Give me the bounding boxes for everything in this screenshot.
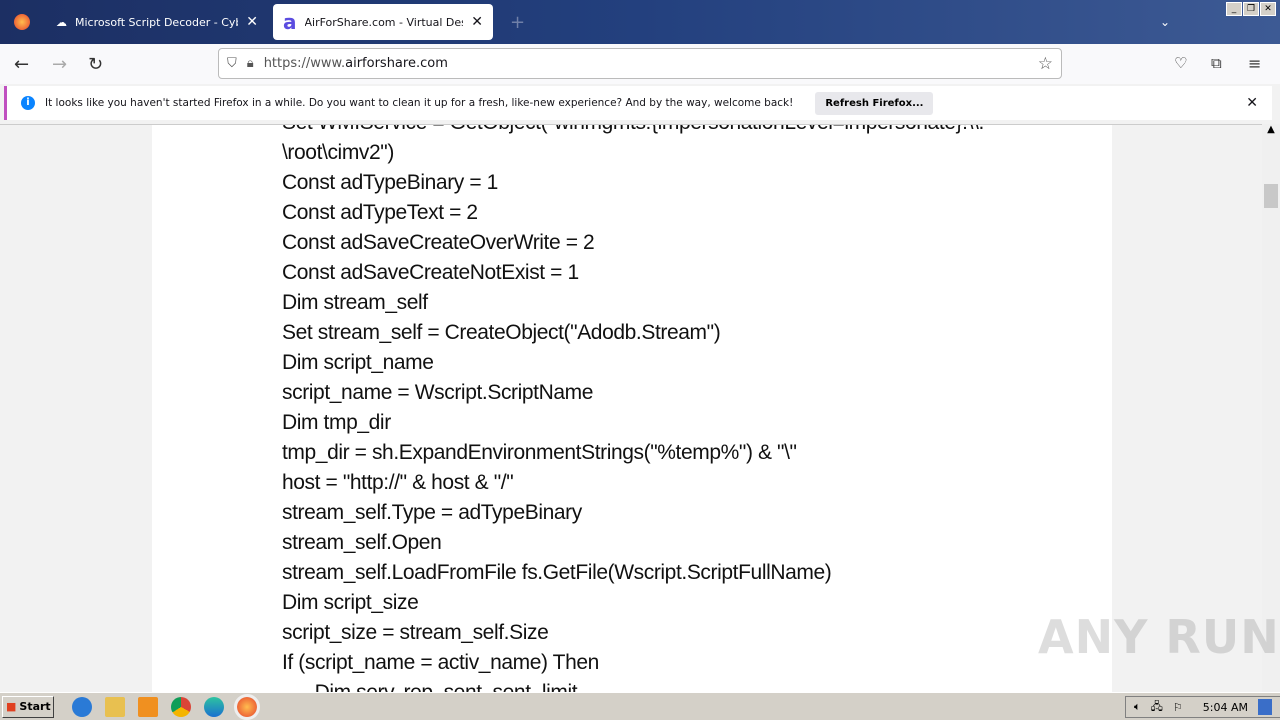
tab-script-decoder[interactable]: ☁ Microsoft Script Decoder - CyberCh ✕ — [56, 14, 258, 30]
firefox-taskbar-icon[interactable] — [234, 693, 260, 720]
code-line: Dim tmp_dir — [282, 411, 391, 434]
tab-airforshare[interactable]: a AirForShare.com - Virtual Desktop ✕ — [273, 4, 493, 40]
code-line: \root\cimv2") — [282, 141, 394, 164]
volume-icon[interactable]: 🔈︎ — [1134, 700, 1141, 713]
scrollbar-thumb[interactable] — [1264, 184, 1278, 208]
chrome-icon[interactable] — [171, 696, 191, 717]
close-icon[interactable]: ✕ — [1246, 95, 1258, 111]
network-icon[interactable]: 🖧 — [1150, 699, 1163, 713]
windows-logo-icon: ■ — [6, 700, 17, 713]
code-line: Dim stream_self — [282, 291, 428, 314]
ie-icon[interactable] — [72, 696, 92, 717]
code-line: Dim script_name — [282, 351, 434, 374]
forward-icon[interactable]: → — [52, 54, 68, 75]
pocket-icon[interactable]: ♡ — [1174, 54, 1188, 72]
notification-bar: i It looks like you haven't started Fire… — [4, 86, 1272, 120]
code-line: Const adTypeText = 2 — [282, 201, 478, 224]
start-button[interactable]: ■Start — [2, 695, 54, 718]
document-page: Set WMIService = GetObject("winmgmts:{im… — [152, 125, 1112, 692]
clock[interactable]: 5:04 AM — [1202, 700, 1248, 714]
code-line: Set WMIService = GetObject("winmgmts:{im… — [282, 125, 984, 138]
new-tab-button[interactable]: + — [510, 11, 526, 33]
explorer-icon[interactable] — [105, 696, 125, 717]
page-content: Set WMIService = GetObject("winmgmts:{im… — [0, 124, 1262, 692]
code-line: script_name = Wscript.ScriptName — [282, 381, 594, 404]
nav-bar: ← → ↻ ⛉ 🔒︎ https://www.airforshare.com ☆… — [0, 44, 1280, 84]
code-line: host = "http://" & host & "/" — [282, 471, 514, 494]
restore-button[interactable]: ❐ — [1243, 2, 1259, 16]
code-line: Const adSaveCreateOverWrite = 2 — [282, 231, 595, 254]
minimize-button[interactable]: _ — [1226, 2, 1242, 16]
back-icon[interactable]: ← — [14, 54, 30, 75]
tab-bar: ☁ Microsoft Script Decoder - CyberCh ✕ a… — [0, 0, 1280, 44]
code-line: stream_self.Open — [282, 531, 442, 554]
list-tabs-icon[interactable]: ⌄ — [1160, 15, 1171, 29]
close-window-button[interactable]: ✕ — [1260, 2, 1276, 16]
refresh-firefox-button[interactable]: Refresh Firefox... — [815, 91, 934, 115]
info-icon: i — [21, 96, 35, 110]
system-tray: 🔈︎ 🖧 ⚐ 5:04 AM — [1125, 696, 1280, 718]
firefox-menu-icon[interactable] — [4, 4, 40, 40]
vertical-scrollbar[interactable]: ▲ — [1262, 124, 1280, 692]
script-text: Set WMIService = GetObject("winmgmts:{im… — [282, 125, 984, 692]
code-line: stream_self.Type = adTypeBinary — [282, 501, 582, 524]
lock-icon[interactable]: 🔒︎ — [246, 56, 254, 71]
show-desktop-icon[interactable] — [1258, 699, 1272, 715]
taskbar: ■Start 🔈︎ 🖧 ⚐ 5:04 AM — [0, 692, 1280, 720]
code-line: Set stream_self = CreateObject("Adodb.St… — [282, 321, 721, 344]
flag-icon[interactable]: ⚐ — [1172, 700, 1183, 714]
close-tab-icon[interactable]: ✕ — [246, 14, 258, 30]
code-line: script_size = stream_self.Size — [282, 621, 549, 644]
code-line: Dim script_size — [282, 591, 419, 614]
code-line: Dim serv, rep, sent, sent_limit — [282, 678, 984, 692]
extensions-icon[interactable]: ⧉ — [1211, 54, 1222, 72]
shield-icon[interactable]: ⛉ — [227, 56, 237, 71]
menu-icon[interactable]: ≡ — [1248, 54, 1262, 73]
media-player-icon[interactable] — [138, 696, 158, 717]
airforshare-logo-icon: a — [283, 10, 297, 34]
code-line: Const adSaveCreateNotExist = 1 — [282, 261, 579, 284]
anyrun-watermark: ANY RUN — [1038, 610, 1280, 664]
code-line: Const adTypeBinary = 1 — [282, 171, 498, 194]
code-line: tmp_dir = sh.ExpandEnvironmentStrings("%… — [282, 441, 797, 464]
reload-icon[interactable]: ↻ — [88, 54, 104, 75]
bookmark-star-icon[interactable]: ☆ — [1037, 53, 1053, 74]
edge-icon[interactable] — [204, 696, 224, 717]
code-line: If (script_name = activ_name) Then — [282, 651, 599, 674]
url-bar[interactable]: ⛉ 🔒︎ https://www.airforshare.com ☆ — [218, 48, 1062, 79]
close-tab-icon[interactable]: ✕ — [471, 14, 483, 30]
code-line: stream_self.LoadFromFile fs.GetFile(Wscr… — [282, 561, 832, 584]
chef-hat-icon: ☁ — [56, 15, 67, 29]
notification-text: It looks like you haven't started Firefo… — [45, 97, 794, 109]
